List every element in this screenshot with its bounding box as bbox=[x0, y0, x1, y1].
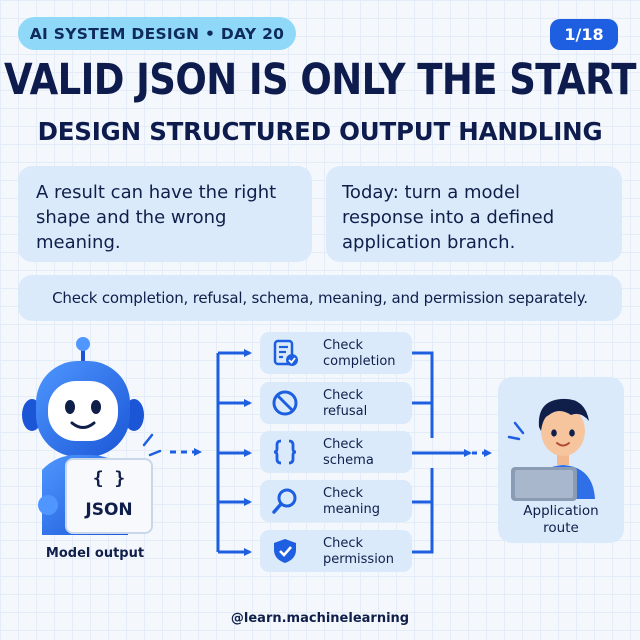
insight-card: A result can have the right shape and th… bbox=[18, 166, 312, 262]
magnifier-icon bbox=[272, 488, 297, 514]
curly-braces-icon bbox=[273, 439, 297, 465]
summary-card: Check completion, refusal, schema, meani… bbox=[18, 275, 622, 321]
merge-line-5 bbox=[412, 502, 434, 554]
insight-text: A result can have the right shape and th… bbox=[36, 182, 277, 253]
goal-card: Today: turn a model response into a defi… bbox=[326, 166, 622, 262]
goal-text: Today: turn a model response into a defi… bbox=[342, 182, 555, 253]
merge-line-4 bbox=[412, 468, 434, 504]
summary-text: Check completion, refusal, schema, meani… bbox=[52, 289, 588, 307]
json-braces: { } bbox=[92, 468, 126, 489]
series-tag: AI SYSTEM DESIGN • DAY 20 bbox=[18, 17, 296, 50]
json-sign-text: JSON bbox=[85, 500, 133, 520]
json-sign: { } JSON bbox=[65, 458, 153, 534]
merge-line-1 bbox=[412, 351, 434, 438]
developer-illustration bbox=[507, 398, 595, 501]
prohibited-icon bbox=[272, 390, 298, 416]
shield-check-icon bbox=[274, 539, 296, 563]
checklist-icon bbox=[273, 339, 298, 366]
page-subtitle: DESIGN STRUCTURED OUTPUT HANDLING bbox=[37, 117, 603, 146]
page-counter: 1/18 bbox=[550, 19, 618, 50]
page-title: VALID JSON IS ONLY THE START bbox=[4, 54, 637, 105]
author-handle: @learn.machinelearning bbox=[230, 611, 410, 626]
model-output-label: Model output bbox=[45, 546, 145, 561]
